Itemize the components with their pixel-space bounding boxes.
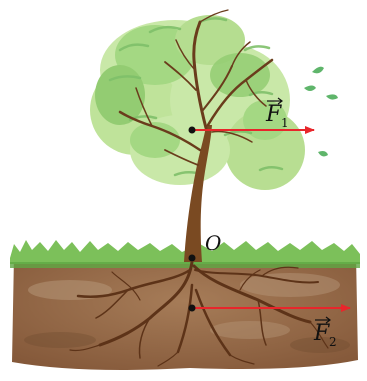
svg-text:1: 1 — [281, 116, 289, 130]
svg-text:F: F — [313, 321, 330, 346]
point-o-label: O — [205, 231, 221, 255]
foliage — [90, 15, 338, 190]
point-o — [189, 255, 196, 262]
svg-text:2: 2 — [329, 335, 337, 349]
point-f1-application — [189, 127, 196, 134]
svg-text:F: F — [265, 102, 282, 127]
point-f2-application — [189, 305, 196, 312]
